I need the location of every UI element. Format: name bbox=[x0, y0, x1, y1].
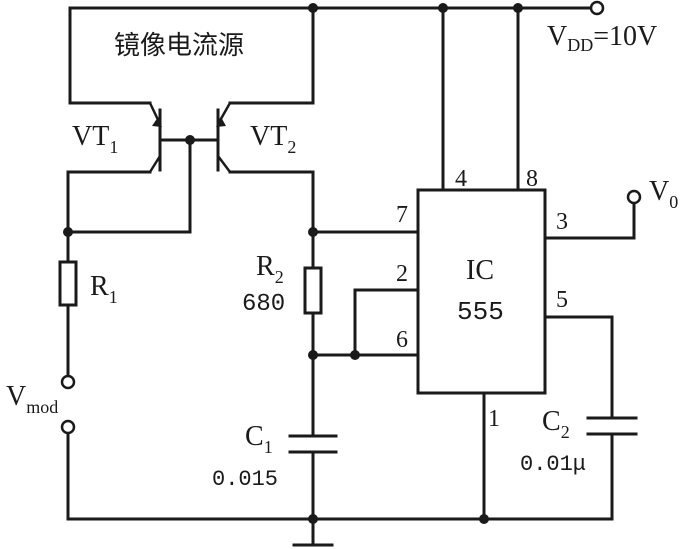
pin-2-label: 2 bbox=[396, 261, 408, 287]
supply-label: VDD=10V bbox=[547, 21, 657, 55]
capacitor-c1 bbox=[288, 434, 338, 454]
c1-label: C1 bbox=[245, 421, 273, 457]
pin-5-label: 5 bbox=[556, 287, 568, 313]
vt1-label: VT1 bbox=[72, 121, 118, 157]
resistor-r2 bbox=[303, 266, 323, 315]
vout-terminal bbox=[626, 189, 642, 205]
junctions bbox=[63, 3, 523, 524]
wires bbox=[66, 6, 636, 547]
c1-value: 0.015 bbox=[212, 467, 278, 492]
r1-label: R1 bbox=[90, 271, 118, 307]
vt2-emitter-arrow bbox=[216, 117, 226, 127]
ic-model: 555 bbox=[457, 297, 504, 327]
resistor-r1 bbox=[58, 260, 78, 307]
ic-name: IC bbox=[466, 255, 494, 286]
vout-label: V0 bbox=[649, 176, 678, 212]
vmod-terminal-bottom bbox=[60, 419, 76, 435]
vt2-emitter bbox=[217, 155, 231, 173]
ic-555-body bbox=[416, 188, 547, 395]
vt2-label: VT2 bbox=[250, 121, 296, 157]
vt1-emitter bbox=[148, 155, 162, 173]
vmod-terminal-top bbox=[60, 374, 76, 390]
pin-8-label: 8 bbox=[526, 166, 538, 192]
pin-1-label: 1 bbox=[488, 406, 500, 432]
pin-7-label: 7 bbox=[396, 202, 408, 228]
c2-value: 0.01μ bbox=[520, 452, 586, 477]
capacitor-c2 bbox=[586, 416, 638, 436]
transistor-vt2 bbox=[216, 102, 232, 173]
pin-4-label: 4 bbox=[455, 166, 467, 192]
circuit-title: 镜像电流源 bbox=[114, 31, 244, 61]
vdd-terminal bbox=[589, 0, 605, 16]
r2-label: R2 bbox=[256, 251, 284, 287]
transistor-vt1 bbox=[148, 102, 162, 173]
pin-3-label: 3 bbox=[556, 209, 568, 235]
vmod-label: Vmod bbox=[6, 381, 58, 417]
vt1-emitter-arrow bbox=[152, 117, 162, 127]
r2-value: 680 bbox=[242, 291, 285, 318]
c2-label: C2 bbox=[542, 406, 570, 442]
pin-6-label: 6 bbox=[396, 327, 408, 353]
